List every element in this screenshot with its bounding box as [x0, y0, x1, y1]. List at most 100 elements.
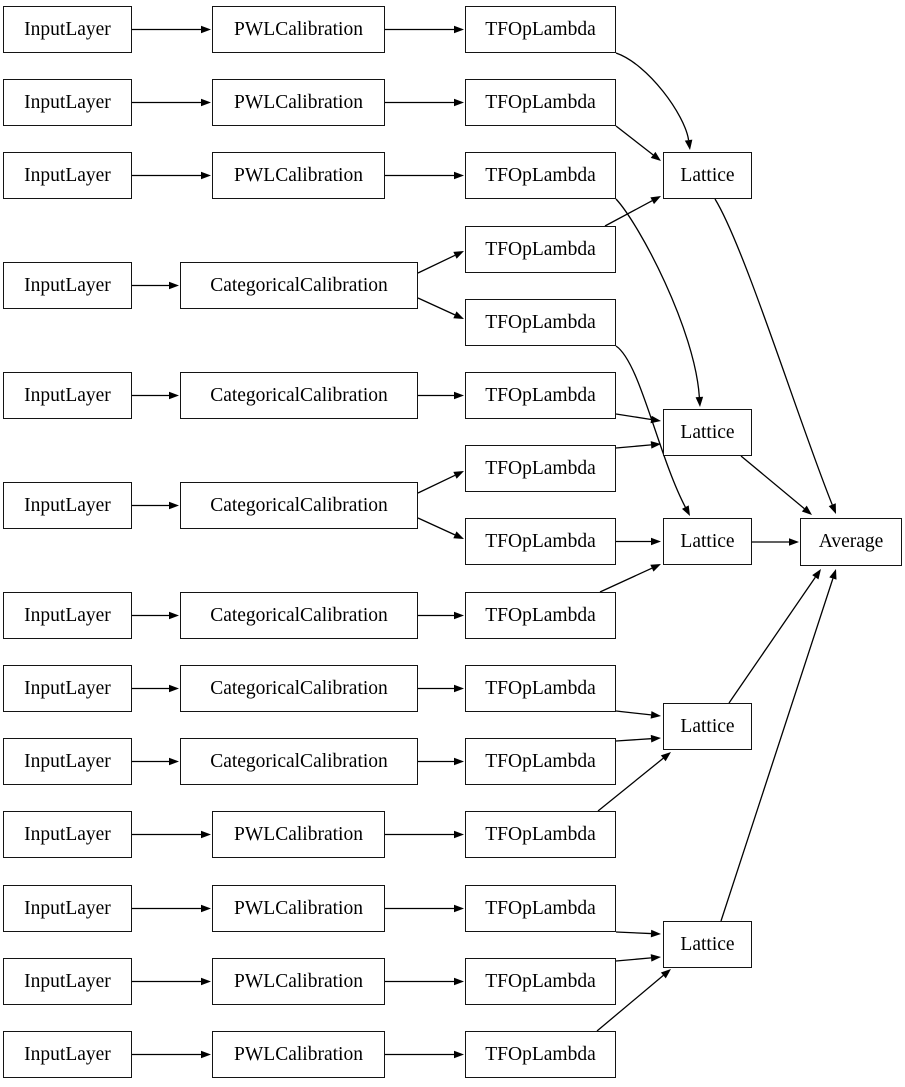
edge-tfop-15-to-lattice-5 [596, 969, 671, 1032]
node-tfop-5: TFOpLambda [465, 299, 616, 346]
node-catcal-5: CategoricalCalibration [180, 665, 418, 712]
node-tfop-6: TFOpLambda [465, 372, 616, 419]
edge-pwlcal-5-to-tfop-13 [385, 904, 464, 913]
node-label: PWLCalibration [234, 1043, 363, 1065]
edge-catcal-4-to-tfop-9 [418, 611, 464, 620]
edge-pwlcal-6-to-tfop-14 [385, 977, 464, 986]
node-input-1: InputLayer [3, 6, 132, 53]
node-label: TFOpLambda [485, 311, 596, 333]
edge-input-11-to-pwlcal-5 [132, 904, 211, 913]
node-label: TFOpLambda [485, 677, 596, 699]
node-pwlcal-7: PWLCalibration [212, 1031, 385, 1078]
arrowhead-icon [660, 969, 671, 979]
arrowhead-icon [650, 196, 661, 205]
node-input-9: InputLayer [3, 738, 132, 785]
node-average: Average [800, 518, 902, 566]
arrowhead-icon [801, 505, 812, 515]
arrowhead-icon [453, 251, 464, 259]
node-label: InputLayer [24, 823, 111, 845]
node-label: InputLayer [24, 91, 111, 113]
edge-tfop-11-to-lattice-4 [615, 734, 661, 743]
node-lattice-3: Lattice [663, 518, 752, 565]
node-tfop-3: TFOpLambda [465, 152, 616, 199]
arrowhead-icon [681, 505, 690, 516]
arrowhead-icon [650, 151, 661, 161]
node-tfop-2: TFOpLambda [465, 79, 616, 126]
edge-pwlcal-2-to-tfop-2 [385, 98, 464, 107]
edge-lattice-5-to-average [720, 569, 837, 922]
edge-input-9-to-catcal-6 [132, 757, 179, 766]
edge-input-13-to-pwlcal-7 [132, 1050, 211, 1059]
arrowhead-icon [454, 830, 464, 839]
edge-input-4-to-catcal-1 [132, 281, 179, 290]
node-label: Lattice [680, 933, 735, 955]
edge-tfop-4-to-lattice-1 [604, 196, 661, 227]
edge-catcal-6-to-tfop-11 [418, 757, 464, 766]
arrowhead-icon [169, 281, 179, 290]
edge-catcal-5-to-tfop-10 [418, 684, 464, 693]
node-label: InputLayer [24, 494, 111, 516]
node-input-8: InputLayer [3, 665, 132, 712]
node-label: CategoricalCalibration [210, 750, 388, 772]
edge-input-7-to-catcal-4 [132, 611, 179, 620]
edge-input-10-to-pwlcal-4 [132, 830, 211, 839]
edge-tfop-7-to-lattice-2 [615, 441, 661, 449]
node-catcal-2: CategoricalCalibration [180, 372, 418, 419]
edge-tfop-5-to-lattice-3 [615, 345, 690, 516]
arrowhead-icon [169, 611, 179, 620]
arrowhead-icon [660, 752, 671, 762]
edge-input-12-to-pwlcal-6 [132, 977, 211, 986]
node-label: PWLCalibration [234, 91, 363, 113]
arrowhead-icon [201, 98, 211, 107]
node-tfop-4: TFOpLambda [465, 226, 616, 273]
node-label: TFOpLambda [485, 530, 596, 552]
edge-tfop-2-to-lattice-1 [615, 125, 661, 161]
node-label: InputLayer [24, 970, 111, 992]
node-catcal-1: CategoricalCalibration [180, 262, 418, 309]
edge-tfop-13-to-lattice-5 [615, 929, 661, 938]
node-label: TFOpLambda [485, 18, 596, 40]
edge-lattice-3-to-average [752, 538, 799, 546]
arrowhead-icon [169, 757, 179, 766]
node-label: InputLayer [24, 604, 111, 626]
node-tfop-9: TFOpLambda [465, 592, 616, 639]
node-label: Lattice [680, 421, 735, 443]
node-label: TFOpLambda [485, 384, 596, 406]
node-tfop-8: TFOpLambda [465, 518, 616, 565]
arrowhead-icon [454, 1050, 464, 1059]
edge-catcal-1-to-tfop-4 [417, 251, 464, 274]
arrowhead-icon [454, 98, 464, 107]
node-label: Lattice [680, 164, 735, 186]
node-input-11: InputLayer [3, 885, 132, 932]
arrowhead-icon [789, 538, 799, 546]
node-tfop-12: TFOpLambda [465, 811, 616, 858]
arrowhead-icon [201, 977, 211, 986]
arrowhead-icon [454, 757, 464, 766]
edge-tfop-12-to-lattice-4 [597, 752, 671, 812]
node-label: TFOpLambda [485, 164, 596, 186]
node-input-10: InputLayer [3, 811, 132, 858]
edge-input-8-to-catcal-5 [132, 684, 179, 693]
node-label: PWLCalibration [234, 970, 363, 992]
node-pwlcal-1: PWLCalibration [212, 6, 385, 53]
node-label: TFOpLambda [485, 823, 596, 845]
arrowhead-icon [201, 904, 211, 913]
edge-pwlcal-3-to-tfop-3 [385, 171, 464, 180]
node-label: CategoricalCalibration [210, 494, 388, 516]
node-catcal-6: CategoricalCalibration [180, 738, 418, 785]
edge-input-6-to-catcal-3 [132, 501, 179, 510]
node-tfop-14: TFOpLambda [465, 958, 616, 1005]
arrowhead-icon [650, 441, 661, 449]
node-input-12: InputLayer [3, 958, 132, 1005]
arrowhead-icon [454, 904, 464, 913]
edge-tfop-3-to-lattice-2 [615, 198, 704, 407]
node-label: PWLCalibration [234, 18, 363, 40]
edge-input-5-to-catcal-2 [132, 391, 179, 400]
arrowhead-icon [650, 564, 661, 572]
node-tfop-15: TFOpLambda [465, 1031, 616, 1078]
node-label: Lattice [680, 715, 735, 737]
node-input-7: InputLayer [3, 592, 132, 639]
node-lattice-1: Lattice [663, 152, 752, 199]
node-label: Average [818, 531, 884, 553]
